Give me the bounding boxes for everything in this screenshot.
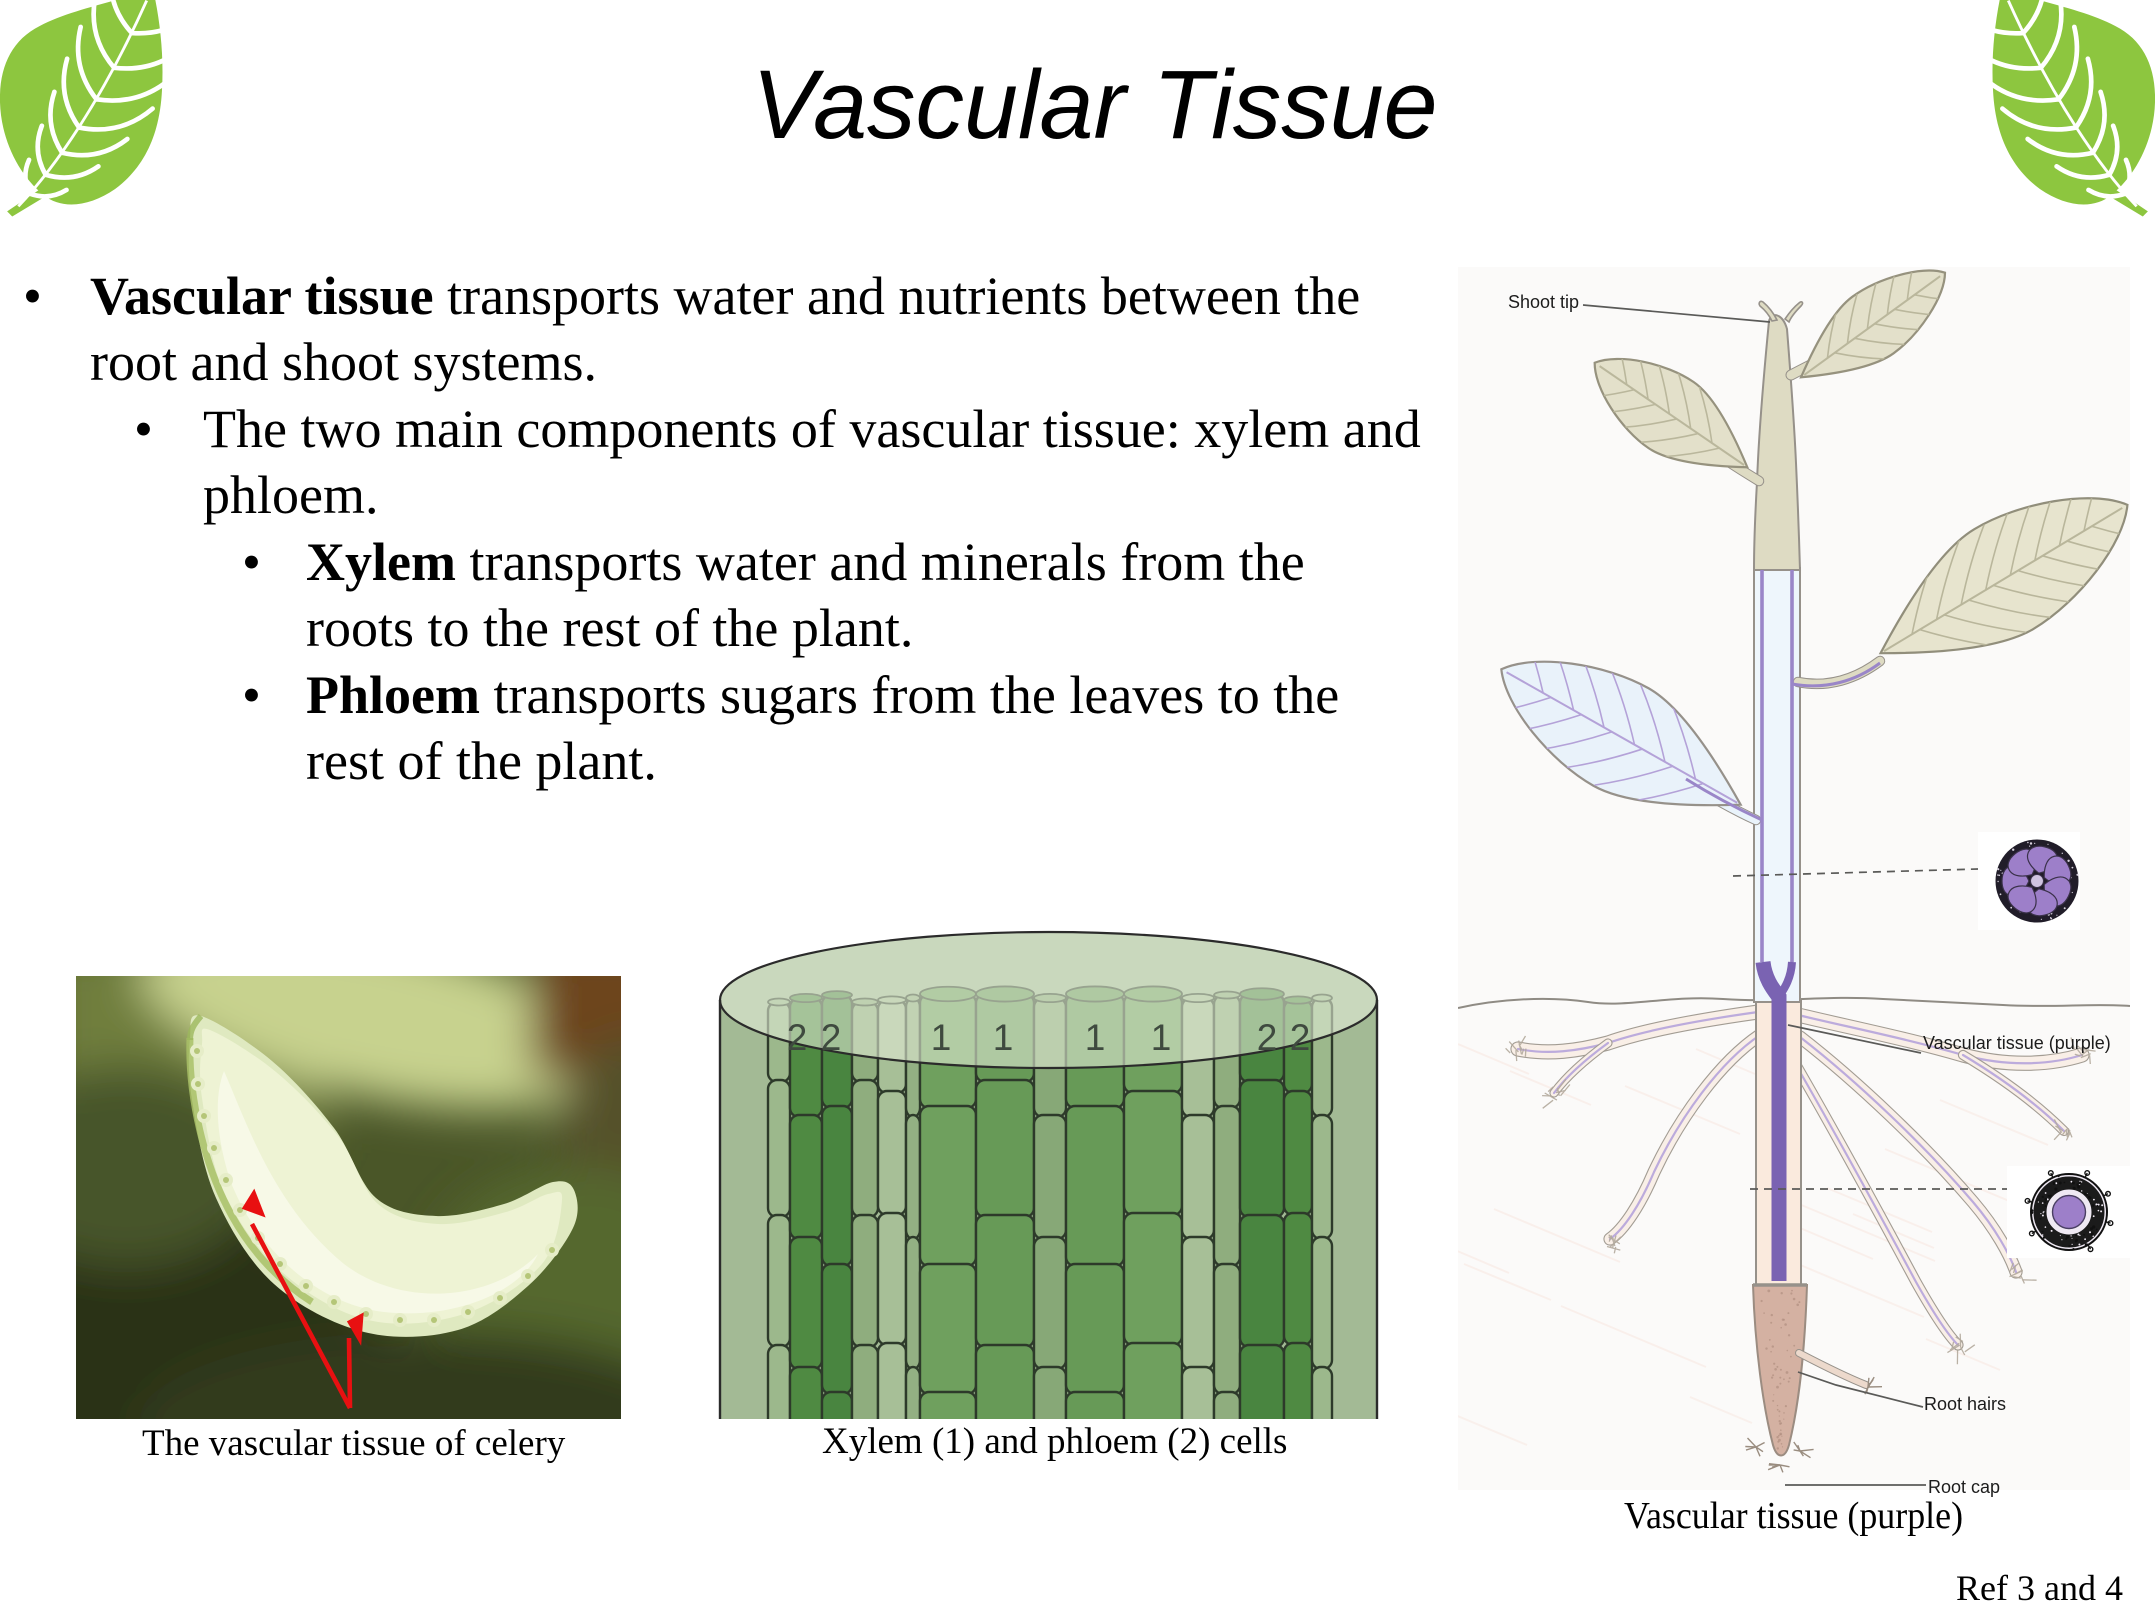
svg-text:2: 2 — [787, 1017, 808, 1058]
svg-text:2: 2 — [1290, 1017, 1311, 1058]
svg-text:2: 2 — [821, 1017, 842, 1058]
svg-text:1: 1 — [931, 1017, 952, 1058]
svg-text:1: 1 — [993, 1017, 1014, 1058]
svg-text:1: 1 — [1151, 1017, 1172, 1058]
svg-text:2: 2 — [1257, 1017, 1278, 1058]
svg-text:1: 1 — [1085, 1017, 1106, 1058]
